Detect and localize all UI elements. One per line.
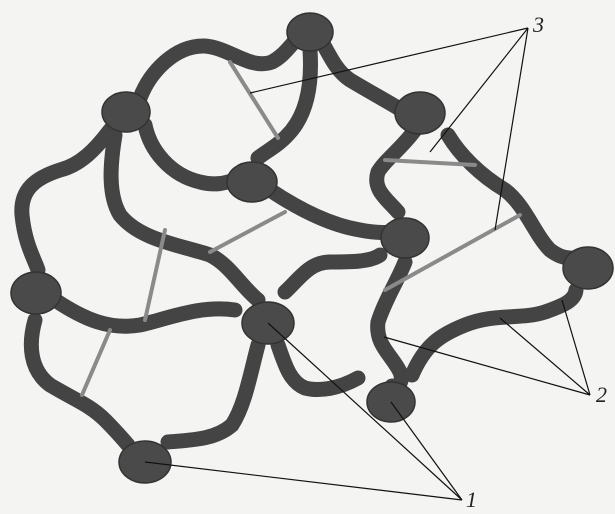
leader-line: [430, 28, 528, 152]
chain-segment: [168, 345, 258, 442]
chain-segment: [278, 345, 358, 390]
chain-segment: [377, 130, 415, 212]
junction-node: [11, 272, 61, 314]
leader-line: [391, 402, 462, 500]
chain-segment: [145, 125, 235, 184]
callout-3-label: 3: [533, 14, 544, 36]
crosslink: [210, 212, 285, 252]
chain-segment: [31, 320, 128, 445]
chain-segment: [318, 35, 398, 108]
chain-segment: [22, 130, 110, 270]
callout-1-label: 1: [466, 489, 477, 511]
junction-node: [563, 247, 613, 289]
crosslink: [230, 62, 278, 138]
callout-2-label: 2: [596, 384, 607, 406]
leader-line: [562, 300, 590, 395]
leader-line: [145, 462, 462, 500]
junction-node: [287, 13, 333, 51]
junction-node: [381, 218, 429, 258]
chain-segment: [448, 135, 570, 258]
junction-node: [395, 92, 445, 134]
junction-node: [227, 162, 277, 202]
chain-segment: [111, 135, 258, 300]
chain-segment: [140, 36, 300, 98]
junction-node: [102, 92, 150, 132]
leader-line: [500, 318, 590, 395]
polymer-chains: [22, 35, 576, 445]
chain-segment: [285, 255, 380, 292]
crosslink: [82, 330, 110, 395]
